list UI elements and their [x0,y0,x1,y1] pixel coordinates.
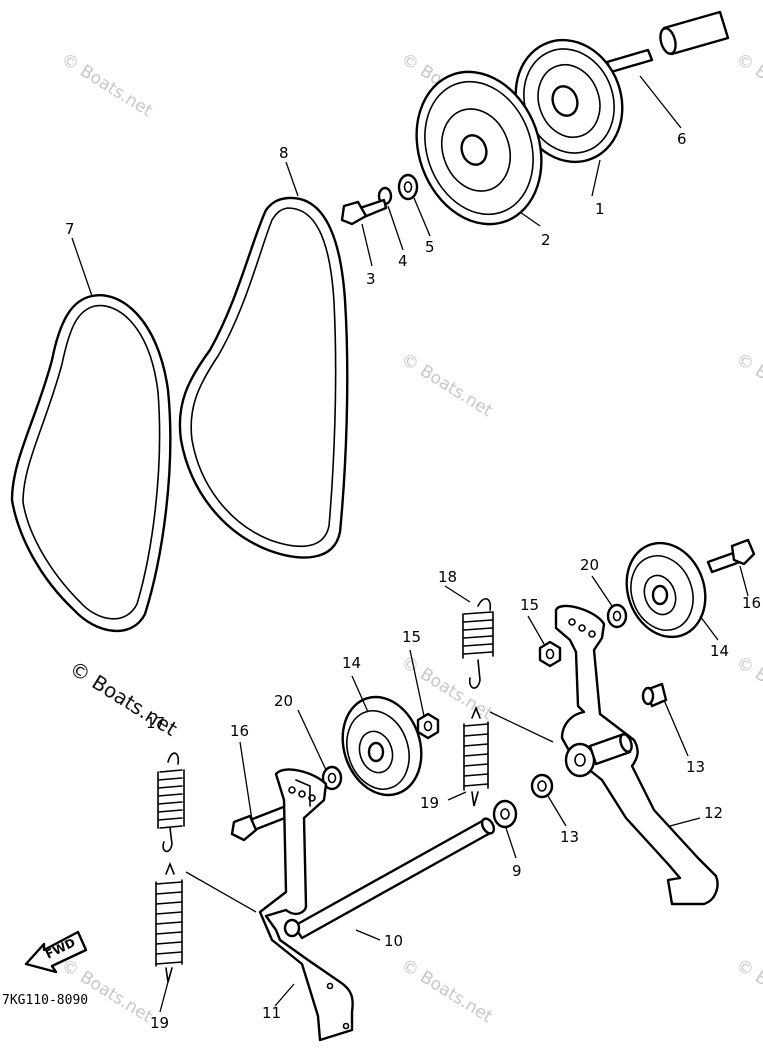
callout-label: 4 [398,252,408,270]
forward-direction-arrow: FWD [24,930,88,974]
arm-part-11 [258,768,354,1042]
callout-label: 19 [420,794,439,812]
callout-label: 3 [366,270,376,288]
watermark: © Boats.net [57,955,156,1027]
callout-label: 13 [686,758,705,776]
callout-label: 15 [402,628,421,646]
key-part-6 [605,48,654,74]
nut-part-15 [538,640,562,668]
callout-label: 16 [742,594,761,612]
arm-part-12 [554,604,719,906]
drive-shaft [659,10,730,56]
callout-label: 10 [384,932,403,950]
watermark: © Boats.net [732,955,763,1027]
watermark: © Boats.net [732,652,763,724]
pulley-part-2 [415,70,543,226]
idler-pulley-part-14 [625,541,707,639]
nut-part-15 [416,712,440,740]
leader-line [185,871,257,913]
bolt-part-3 [340,198,388,226]
callout-label: 20 [580,556,599,574]
bushing-part-13 [641,682,668,708]
bolt-part-16 [230,804,292,842]
bolt-part-16 [706,538,756,574]
watermark: © Boats.net [57,49,156,121]
spring-part-18 [462,598,494,689]
leader-line [489,711,554,743]
watermark: © Boats.net [397,955,496,1027]
callout-label: 15 [520,596,539,614]
callout-label: 7 [65,220,75,238]
watermark: © Boats.net [732,49,763,121]
collar-part-20 [321,765,343,791]
callout-label: 1 [595,200,605,218]
callout-label: 12 [704,804,723,822]
washer-part-9 [492,799,518,829]
callout-label: 8 [279,144,289,162]
callout-label: 14 [710,642,729,660]
callout-label: 11 [262,1004,281,1022]
callout-label: 16 [230,722,249,740]
spring-part-17 [157,752,185,853]
callout-label: 17 [146,714,165,732]
callout-label: 19 [150,1014,169,1032]
callout-labels: 1 2 3 4 5 6 7 8 9 10 11 12 13 13 14 14 1… [65,130,761,1032]
drawing-code: 7KG110-8090 [2,993,88,1008]
idler-pulley-part-14 [341,695,423,797]
callout-label: 9 [512,862,522,880]
collar-part-20 [606,603,628,629]
spring-part-19 [463,705,489,807]
callout-label: 2 [541,231,551,249]
bushing-part-13 [530,773,554,799]
callout-label: 13 [560,828,579,846]
watermark: © Boats.net [397,349,496,421]
belt-part-8 [178,196,349,559]
shaft-part-10 [292,817,496,940]
callout-leaders [71,75,749,1013]
callout-label: 14 [342,654,361,672]
washer-part-5 [397,173,419,201]
callout-label: 5 [425,238,435,256]
spring-part-19 [155,861,183,983]
callout-label: 18 [438,568,457,586]
callout-label: 20 [274,692,293,710]
callout-label: 6 [677,130,687,148]
belt-part-7 [10,294,172,632]
watermark: © Boats.net [732,349,763,421]
